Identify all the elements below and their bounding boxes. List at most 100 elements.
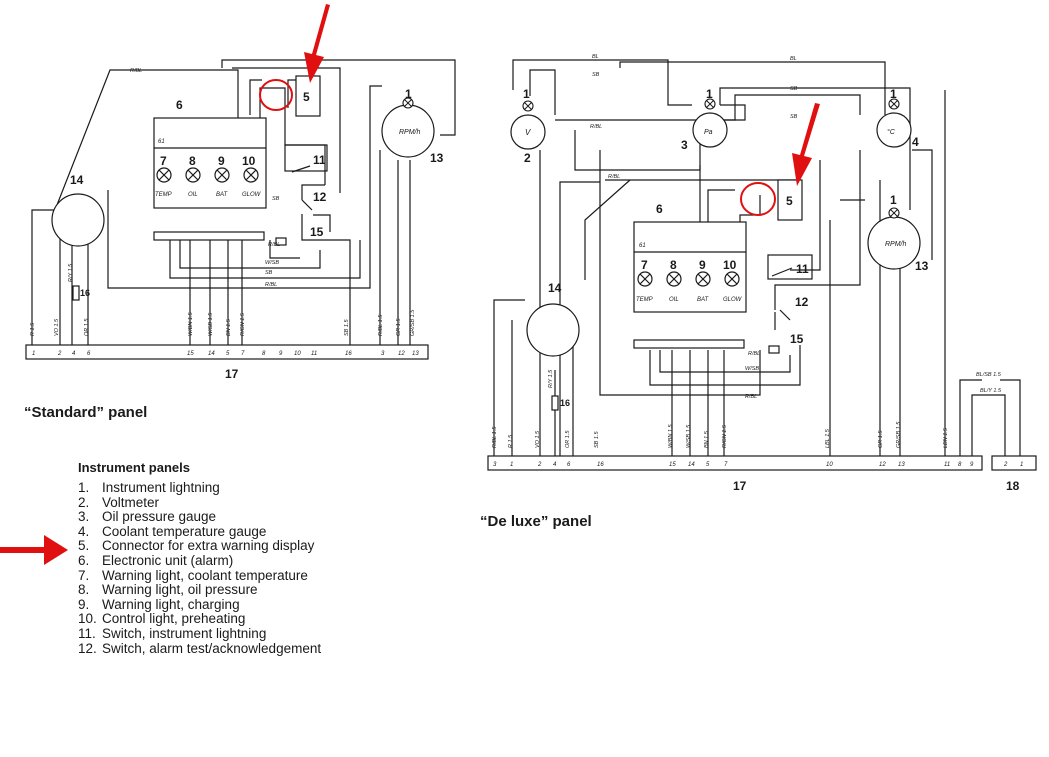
- wire-label: BL: [592, 54, 599, 60]
- wire-label: OR 1.5: [84, 318, 90, 336]
- wire-label: W/SB: [745, 366, 759, 372]
- oil-gauge-label: Pa: [704, 129, 713, 136]
- legend-item-text: Oil pressure gauge: [102, 509, 217, 525]
- terminal-number: 9: [279, 351, 283, 357]
- extra-display-connector-5: [295, 75, 321, 117]
- dlx-label-13: 13: [915, 259, 929, 273]
- wire-label: W/SB 1.5: [208, 312, 214, 336]
- dlx-light-bat: BAT: [697, 297, 710, 303]
- wire-label: R 1.5: [30, 322, 36, 336]
- voltmeter-2: [510, 114, 546, 150]
- wire-label: W/BN 1.5: [668, 424, 674, 448]
- dlx-light-glow: GLOW: [723, 297, 743, 303]
- electronic-unit-6: [153, 117, 267, 209]
- terminal-number: 7: [241, 351, 245, 357]
- legend-item-text: Warning light, oil pressure: [102, 582, 258, 598]
- terminal-number: 2: [1003, 462, 1008, 468]
- std-terminal-numbers: 1 2 4 6 15 14 5 7 8 9 10 11 16 3 12 13: [32, 351, 419, 357]
- dlx-label-1c: 1: [890, 87, 897, 101]
- dlx-light-temp: TEMP: [636, 297, 653, 303]
- dlx-label-17: 17: [733, 479, 747, 493]
- terminal-number: 11: [944, 462, 950, 468]
- std-label-10: 10: [242, 154, 256, 168]
- legend-title: Instrument panels: [78, 460, 190, 475]
- legend-item: 11.Switch, instrument lightning: [78, 626, 321, 642]
- terminal-number: 2: [537, 462, 542, 468]
- legend-item-number: 9.: [78, 596, 90, 612]
- std-light-glow: GLOW: [242, 192, 262, 198]
- wire-label: R/BL: [745, 394, 757, 400]
- wire-label: VO 1.5: [54, 318, 60, 336]
- wire-label: OR 1.5: [565, 430, 571, 448]
- standard-panel-caption: “Standard” panel: [24, 404, 148, 421]
- wire-label: SB: [265, 270, 273, 276]
- std-label-9: 9: [218, 154, 225, 168]
- wire-label: BL/Y 1.5: [980, 388, 1002, 394]
- wire-label: BN 1.5: [226, 318, 232, 336]
- terminal-number: 10: [294, 351, 301, 357]
- std-label-12: 12: [313, 190, 327, 204]
- terminal-number: 2: [57, 351, 62, 357]
- terminal-number: 6: [87, 351, 91, 357]
- dlx-label-12: 12: [795, 295, 809, 309]
- connector-14: [526, 303, 580, 357]
- electronic-unit-6: [633, 221, 747, 313]
- wire-label: VO 1.5: [535, 430, 541, 448]
- oil-pressure-gauge-3: [692, 112, 728, 148]
- legend-item: 12.Switch, alarm test/acknowledgement: [78, 641, 321, 657]
- legend-item-text: Coolant temperature gauge: [102, 523, 267, 539]
- wire-label: R/BL: [265, 282, 277, 288]
- terminal-number: 11: [311, 351, 317, 357]
- wire-label: LBN 1.5: [943, 427, 949, 448]
- std-label-17: 17: [225, 367, 239, 381]
- dlx-label-3: 3: [681, 138, 688, 152]
- legend-item: 4.Coolant temperature gauge: [78, 523, 321, 540]
- legend-item-text: Electronic unit (alarm): [102, 552, 234, 568]
- dlx-label-10: 10: [723, 258, 737, 272]
- dlx-wire-labels: BL SB BL SB SB R/BL R/BL R/BL W/SB R/BL …: [492, 54, 1002, 448]
- std-label-6: 6: [176, 98, 183, 112]
- terminal-strip-17: [25, 344, 429, 360]
- wire-label: GR/SB 1.5: [410, 309, 416, 336]
- dlx-terminal-numbers: 3 1 2 4 6 16 15 14 5 7 10 12 13 11 8 9 2…: [493, 462, 1023, 468]
- wire-label: W/SB: [265, 260, 279, 266]
- terminal-number: 5: [226, 351, 230, 357]
- std-light-oil: OIL: [188, 192, 198, 198]
- std-label-8: 8: [189, 154, 196, 168]
- terminal-number: 12: [398, 351, 405, 357]
- legend-item-number: 3.: [78, 509, 90, 525]
- legend-item-number: 6.: [78, 552, 90, 568]
- legend-item-number: 5.: [78, 538, 90, 554]
- legend-item-text: Warning light, charging: [102, 596, 240, 612]
- wire-label: R/BL: [130, 68, 142, 74]
- std-light-temp: TEMP: [155, 192, 172, 198]
- terminal-number: 16: [345, 351, 352, 357]
- terminal-number: 14: [208, 351, 215, 357]
- legend-item-text: Warning light, coolant temperature: [102, 567, 308, 583]
- legend-item: 8.Warning light, oil pressure: [78, 583, 321, 598]
- connector-14: [51, 193, 105, 247]
- wire-label: SB: [272, 196, 280, 202]
- legend-item: 1.Instrument lightning: [78, 480, 321, 496]
- wire-label: R 1.5: [508, 434, 514, 448]
- terminal-strip-17: [487, 455, 983, 471]
- legend-item-text: Connector for extra warning display: [102, 538, 315, 554]
- terminal-number: 13: [412, 351, 419, 357]
- wire-label: SB: [592, 72, 600, 78]
- dlx-label-11: 11: [796, 262, 809, 276]
- lighting-bulb-icon: [522, 100, 534, 112]
- std-light-bat: BAT: [216, 192, 229, 198]
- terminal-number: 4: [553, 462, 557, 468]
- coolant-temp-gauge-4: [876, 112, 912, 148]
- wire-label: GR 1.5: [396, 318, 402, 336]
- terminal-number: 15: [187, 351, 194, 357]
- wire-label: R/BL: [608, 174, 620, 180]
- dlx-unit-ref: 61: [639, 243, 646, 249]
- std-label-16: 16: [80, 288, 90, 298]
- wire-label: R/Y 1.5: [548, 369, 554, 388]
- wire-label: SB: [790, 86, 798, 92]
- terminal-number: 15: [669, 462, 676, 468]
- terminal-number: 9: [970, 462, 974, 468]
- dlx-label-1a: 1: [523, 87, 530, 101]
